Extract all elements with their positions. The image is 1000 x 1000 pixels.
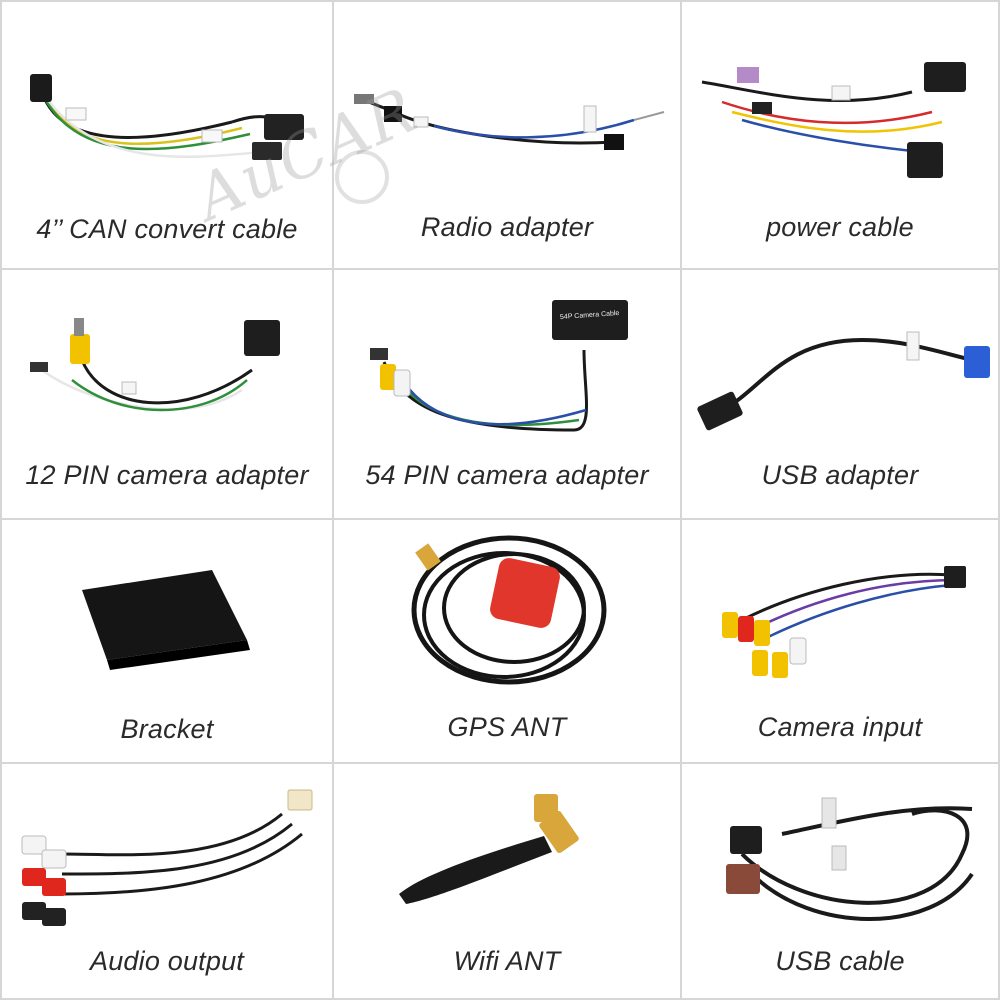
item-audio-output: Audio output [0, 762, 334, 1000]
caption-radio-adapter: Radio adapter [420, 212, 594, 242]
item-usb-cable: USB cable [680, 762, 1000, 1000]
12pin-camera-adapter-image [30, 318, 280, 412]
audio-output-image [21, 789, 313, 926]
item-54pin-camera-adapter: 54P Camera Cable 54 PIN camera adapter [332, 268, 682, 520]
can-convert-cable-image [30, 74, 304, 160]
item-12pin-camera-adapter: 12 PIN camera adapter [0, 268, 334, 520]
caption-54pin-camera-adapter: 54 PIN camera adapter [365, 460, 649, 490]
caption-usb-cable: USB cable [775, 946, 905, 976]
caption-12pin-camera-adapter: 12 PIN camera adapter [25, 460, 309, 490]
item-gps-ant: GPS ANT [332, 518, 682, 764]
caption-can-convert-cable: 4’’ CAN convert cable [36, 214, 298, 244]
power-cable-image [701, 62, 966, 178]
item-can-convert-cable: 4’’ CAN convert cable [0, 0, 334, 270]
caption-audio-output: Audio output [89, 946, 245, 976]
item-camera-input: Camera input [680, 518, 1000, 764]
item-wifi-ant: Wifi ANT [332, 762, 682, 1000]
item-bracket: Bracket [0, 518, 334, 764]
caption-usb-adapter: USB adapter [761, 460, 919, 490]
item-power-cable: power cable [680, 0, 1000, 270]
radio-adapter-image [354, 94, 665, 150]
bracket-image [82, 570, 250, 670]
camera-input-image [722, 566, 966, 678]
wifi-ant-image [399, 794, 579, 904]
caption-camera-input: Camera input [757, 712, 923, 742]
54pin-camera-adapter-image [370, 300, 628, 432]
item-usb-adapter: USB adapter [680, 268, 1000, 520]
usb-adapter-image [697, 331, 990, 431]
caption-gps-ant: GPS ANT [447, 712, 567, 742]
caption-bracket: Bracket [120, 714, 214, 744]
item-radio-adapter: Radio adapter [332, 0, 682, 270]
watermark-logo-icon [335, 150, 389, 204]
caption-wifi-ant: Wifi ANT [453, 946, 561, 976]
usb-cable-image [726, 797, 974, 921]
gps-ant-image [411, 535, 607, 685]
caption-power-cable: power cable [766, 212, 914, 242]
